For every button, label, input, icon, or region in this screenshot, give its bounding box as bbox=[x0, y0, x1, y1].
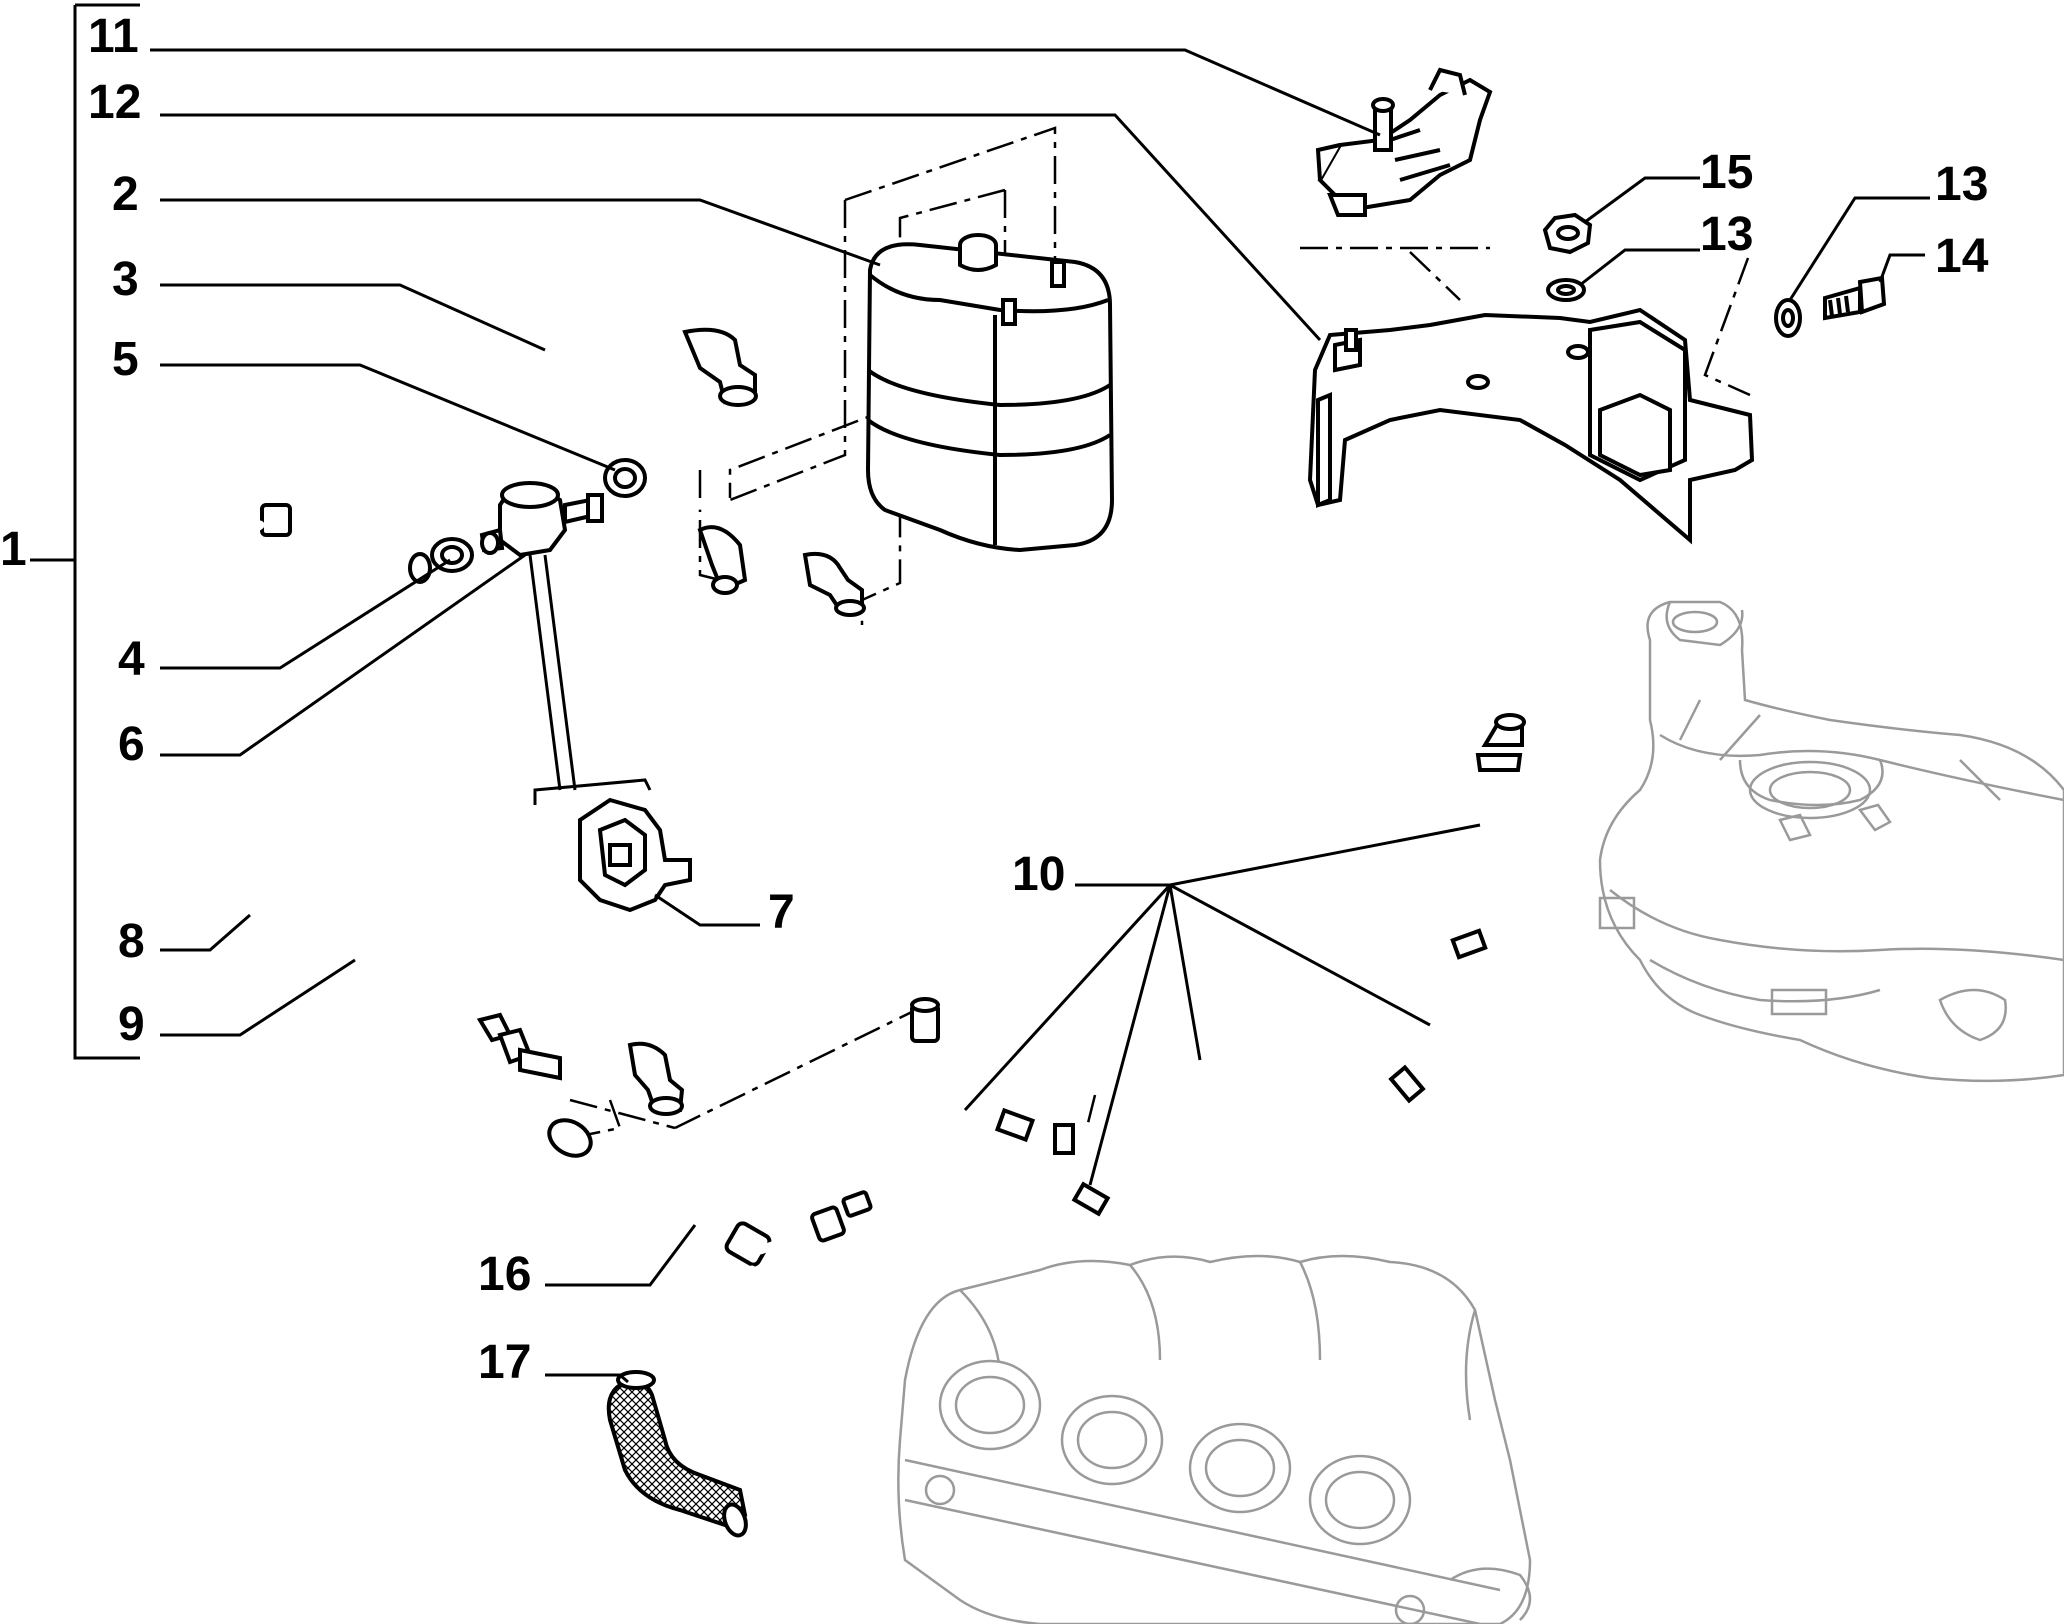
mesh-hose-17 bbox=[606, 1370, 748, 1538]
callout-12: 12 bbox=[88, 76, 141, 129]
callout-3: 3 bbox=[112, 253, 139, 306]
intake-port-2 bbox=[1060, 1394, 1164, 1486]
callout-16: 16 bbox=[478, 1248, 531, 1301]
purge-solenoid-valve bbox=[479, 481, 604, 558]
callout-1: 1 bbox=[0, 523, 27, 576]
clamp-5-upper bbox=[603, 458, 647, 498]
intake-port-4 bbox=[1308, 1454, 1412, 1546]
fuel-tank-reference bbox=[1598, 600, 2064, 1083]
leader-lines bbox=[30, 3, 1930, 1384]
pipe-8 bbox=[175, 535, 685, 1065]
valve-bracket-7 bbox=[578, 797, 692, 913]
bolt-14 bbox=[1823, 275, 1887, 321]
intake-port-3 bbox=[1188, 1422, 1292, 1514]
pipe-8-fittings bbox=[476, 1012, 685, 1116]
intake-manifold-reference bbox=[897, 1254, 1532, 1624]
callout-8: 8 bbox=[118, 915, 145, 968]
hose-set-10 bbox=[910, 713, 1526, 1217]
callout-14: 14 bbox=[1935, 230, 1989, 283]
nut-15 bbox=[1542, 212, 1593, 255]
callout-13-center: 13 bbox=[1700, 208, 1753, 261]
callout-15: 15 bbox=[1700, 146, 1753, 199]
callout-17: 17 bbox=[478, 1336, 531, 1389]
mounting-bracket bbox=[1307, 307, 1755, 545]
callout-labels: 1 2 3 4 5 6 7 8 9 10 11 12 13 13 14 15 1… bbox=[0, 10, 1989, 1389]
callout-4: 4 bbox=[118, 633, 145, 686]
valve-assembly bbox=[1315, 67, 1493, 217]
pipe-9-elbow bbox=[697, 525, 866, 617]
washer-13-center bbox=[1546, 278, 1586, 302]
intake-port-1 bbox=[938, 1359, 1042, 1451]
callout-13-right: 13 bbox=[1935, 158, 1988, 211]
callout-10: 10 bbox=[1012, 848, 1065, 901]
carbon-canister bbox=[865, 233, 1115, 553]
hose-assembly-16 bbox=[547, 1118, 885, 1425]
callout-2: 2 bbox=[112, 168, 139, 221]
pipe-9 bbox=[200, 500, 785, 1000]
callout-9: 9 bbox=[118, 998, 145, 1051]
callout-6: 6 bbox=[118, 718, 145, 771]
callout-5: 5 bbox=[112, 333, 139, 386]
clamp-5-lower bbox=[430, 537, 474, 573]
callout-11: 11 bbox=[88, 10, 139, 63]
hose-3 bbox=[260, 327, 758, 537]
callout-7: 7 bbox=[768, 886, 795, 939]
washer-13-right bbox=[1774, 298, 1802, 338]
